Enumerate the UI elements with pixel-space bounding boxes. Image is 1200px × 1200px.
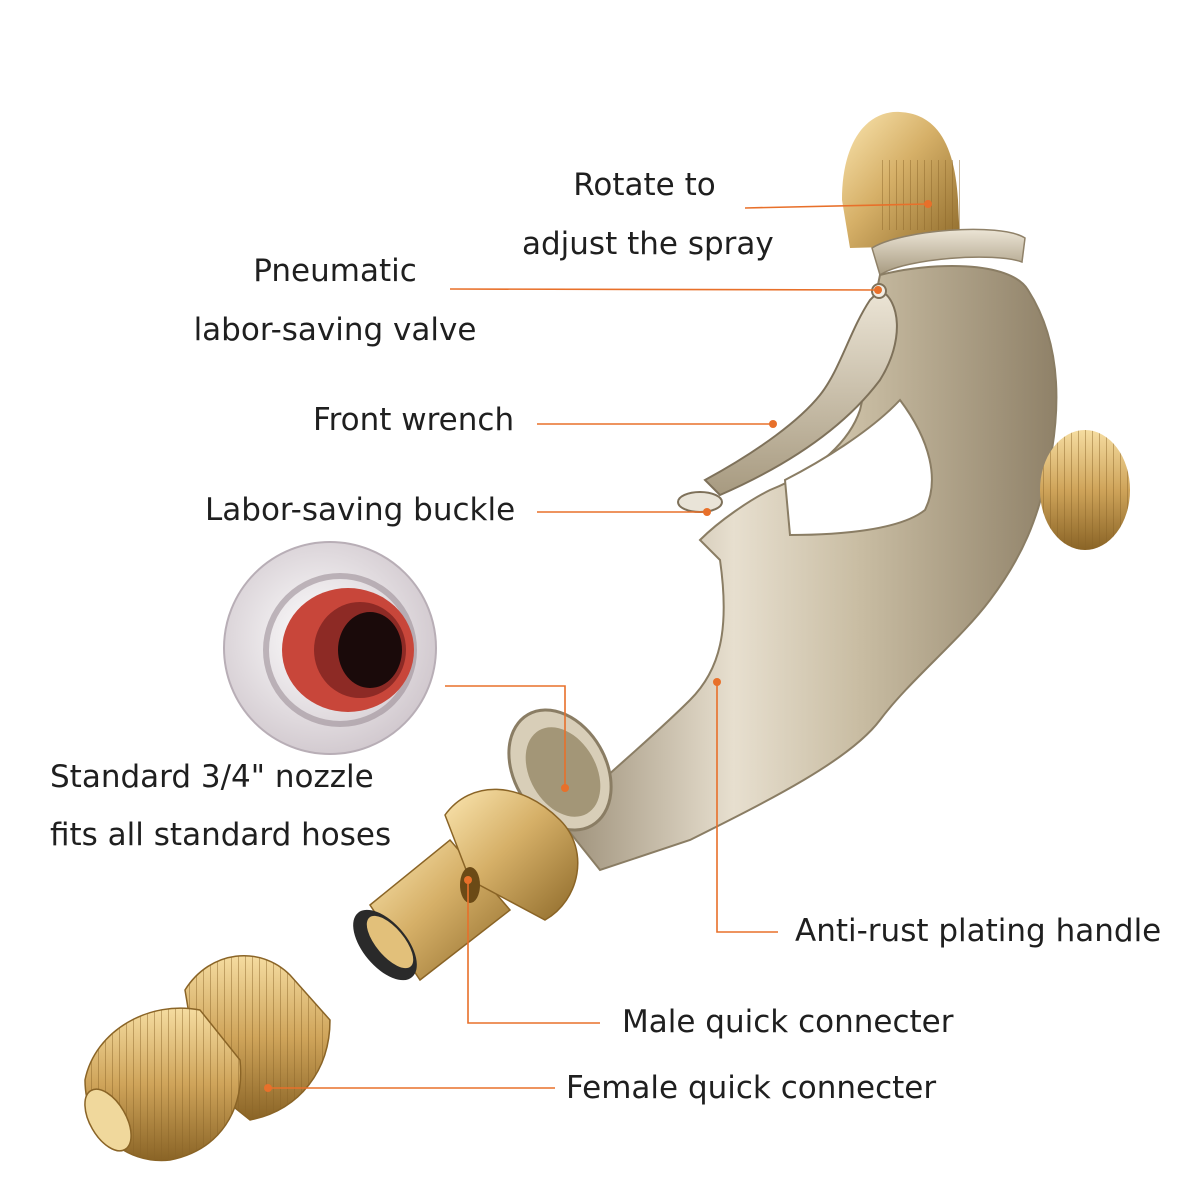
leader-nozzle-dot: [561, 784, 569, 792]
label-nozzle-line2: fits all standard hoses: [50, 817, 392, 853]
leader-buckle-dot: [703, 508, 711, 516]
nozzle-inset: [223, 541, 437, 755]
label-male-connector: Male quick connecter: [622, 1004, 954, 1040]
label-handle: Anti-rust plating handle: [795, 913, 1162, 949]
leader-nozzle: [445, 685, 566, 788]
label-front-wrench: Front wrench: [313, 402, 515, 438]
label-valve-line1: Pneumatic: [253, 253, 417, 289]
side-knob: [1040, 430, 1130, 550]
label-spray-line2: adjust the spray: [522, 226, 774, 262]
label-spray-line1: Rotate to: [573, 167, 716, 203]
spray-nozzle-tip: [842, 111, 960, 248]
leader-spray-dot: [924, 200, 932, 208]
label-buckle: Labor-saving buckle: [205, 492, 516, 528]
female-quick-connector: [84, 954, 331, 1162]
leader-male: [467, 880, 600, 1024]
leader-wrench-dot: [769, 420, 777, 428]
leader-male-dot: [464, 876, 472, 884]
leader-valve-dot: [874, 286, 882, 294]
label-nozzle-line1: Standard 3/4" nozzle: [50, 759, 374, 795]
leader-lines: [264, 200, 932, 1092]
label-female-connector: Female quick connecter: [566, 1070, 937, 1106]
leader-handle: [716, 682, 778, 933]
gun-body: [507, 228, 1130, 872]
label-valve-line2: labor-saving valve: [193, 312, 477, 348]
leader-handle-dot: [713, 678, 721, 686]
leader-valve: [449, 288, 879, 291]
male-quick-connector: [353, 788, 579, 982]
leader-spray: [744, 203, 929, 209]
leader-female-dot: [264, 1084, 272, 1092]
